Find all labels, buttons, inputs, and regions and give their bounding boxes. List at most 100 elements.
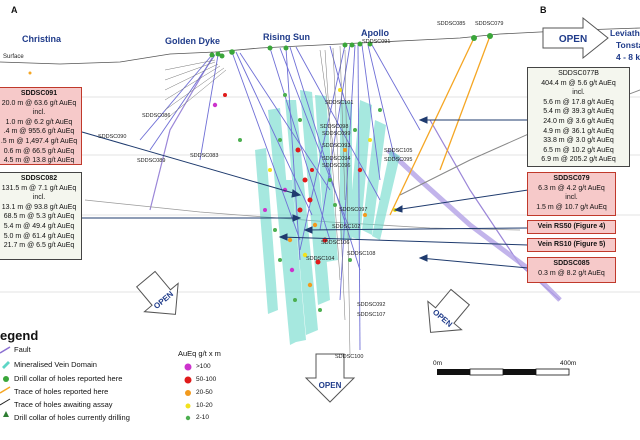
- aueq-swatch-10-20: [185, 403, 191, 409]
- hole-label: SDDSC089: [137, 158, 166, 164]
- open-arrow-east: OPEN: [542, 16, 609, 60]
- box-line: incl.: [32, 194, 46, 202]
- legend-collar-drilling-swatch: [3, 411, 9, 417]
- legend-item: Fault: [14, 345, 31, 354]
- callout-sddsc082: SDDSC082 131.5 m @ 7.1 g/t AuEq incl. 13…: [0, 172, 82, 260]
- hole-label: SDDSC107: [357, 312, 386, 318]
- surface-label: Surface: [3, 54, 24, 60]
- aueq-swatch-gt100: [184, 363, 192, 371]
- callout-sddsc085: SDDSC085 0.3 m @ 8.2 g/t AuEq: [527, 257, 616, 283]
- box-line: 6.9 m @ 205.2 g/t AuEq: [541, 156, 616, 164]
- drill-collars: [28, 33, 493, 75]
- assay-dots: [212, 88, 397, 312]
- scale-start-label: 0m: [433, 360, 443, 367]
- legend-fault-swatch: [0, 346, 11, 354]
- box-line: 5.0 m @ 61.4 g/t AuEq: [3, 232, 75, 240]
- hole-label: SDDSC101: [325, 100, 354, 106]
- callout-sddsc091: SDDSC091 20.0 m @ 63.6 g/t AuEq incl. 1.…: [0, 87, 82, 165]
- aueq-swatch-20-50: [185, 390, 191, 396]
- box-line: 13.1 m @ 93.8 g/t AuEq: [1, 203, 77, 211]
- box-line: 21.7 m @ 6.5 g/t AuEq: [3, 242, 75, 250]
- box-line: 68.5 m @ 5.3 g/t AuEq: [3, 213, 75, 221]
- legend-swatches: [0, 346, 11, 417]
- hole-label: SDDSC097: [339, 207, 368, 213]
- hole-label: SDDSC104: [306, 256, 335, 262]
- hole-label: SDDSC098: [320, 124, 349, 130]
- legend-trace-reported-swatch: [0, 386, 11, 394]
- box-line: .4 m @ 955.6 g/t AuEq: [3, 128, 75, 136]
- open-arrow-south: OPEN: [304, 353, 356, 403]
- callout-arrows: [81, 116, 529, 269]
- surface-line: [0, 27, 640, 65]
- box-title: SDDSC077B: [558, 70, 599, 77]
- deposit-golden-dyke: Golden Dyke: [165, 36, 221, 46]
- hole-label: SDDSC108: [347, 251, 376, 257]
- deposit-rising-sun: Rising Sun: [263, 32, 310, 42]
- hole-label: SDDSC091: [362, 39, 391, 45]
- box-line: 5.4 m @ 39.3 g/t AuEq: [543, 108, 614, 116]
- box-line: 20.0 m @ 63.6 g/t AuEq: [1, 99, 77, 107]
- hole-label: SDDSC100: [335, 354, 364, 360]
- drill-traces-grey: [164, 45, 351, 356]
- legend: egend Fault Mineralised Vein Domain Dril…: [0, 327, 220, 440]
- box-title: SDDSC085: [553, 260, 590, 267]
- hole-label: SDDSC092: [357, 302, 386, 308]
- box-line: 4.5 m @ 13.8 g/t AuEq: [3, 157, 75, 165]
- open-label-south: OPEN: [319, 381, 342, 390]
- panel-label-b: B: [540, 5, 547, 15]
- box-title: Vein RS10 (Figure 5): [537, 241, 606, 248]
- box-line: .5 m @ 1,497.4 g/t AuEq: [0, 137, 78, 145]
- scale-end-label: 400m: [560, 360, 577, 367]
- legend-item: Trace of holes reported here: [14, 387, 109, 396]
- box-title: Vein RS50 (Figure 4): [537, 223, 606, 230]
- hole-label: SDDSC094: [322, 156, 351, 162]
- aueq-legend-title: AuEq g/t x m: [178, 349, 221, 358]
- hole-label: SDDSC099: [322, 131, 351, 137]
- callout-vein-rs10: Vein RS10 (Figure 5): [527, 238, 616, 252]
- open-arrow-se: OPEN: [427, 288, 471, 333]
- aueq-bin-label: 50-100: [196, 376, 217, 383]
- box-line: 6.5 m @ 10.2 g/t AuEq: [543, 146, 614, 154]
- hole-label: SDDSC106: [321, 240, 350, 246]
- open-label-east: OPEN: [559, 34, 587, 45]
- box-line: 404.4 m @ 5.6 g/t AuEq: [541, 79, 616, 87]
- leviathan-line1: Leviath: [610, 28, 640, 38]
- callout-sddsc077b: SDDSC077B 404.4 m @ 5.6 g/t AuEq incl. 5…: [527, 67, 630, 167]
- legend-item: Trace of holes awaiting assay: [14, 400, 113, 409]
- deposit-christina: Christina: [22, 34, 62, 44]
- hole-label: SDDSC085: [437, 21, 466, 27]
- legend-item: Drill collar of holes reported here: [14, 374, 123, 383]
- leviathan-line3: 4 - 8 k: [616, 52, 640, 62]
- panel-label-a: A: [11, 5, 18, 15]
- leviathan-line2: Tonsta: [616, 40, 640, 50]
- box-line: 0.3 m @ 8.2 g/t AuEq: [538, 269, 605, 277]
- aueq-bin-label: 20-50: [196, 389, 213, 396]
- hole-label: SDDSC093: [322, 143, 351, 149]
- hole-label: SDDSC086: [142, 113, 171, 119]
- hole-label: SDDSC096: [322, 163, 351, 169]
- box-line: 24.0 m @ 3.6 g/t AuEq: [543, 117, 614, 125]
- box-line: 131.5 m @ 7.1 g/t AuEq: [1, 184, 77, 192]
- aueq-bin-label: 10-20: [196, 402, 213, 409]
- aueq-bin-label: >100: [196, 363, 211, 370]
- box-title: SDDSC091: [20, 90, 58, 97]
- box-line: 5.6 m @ 17.8 g/t AuEq: [543, 98, 614, 106]
- box-line: 0.6 m @ 66.5 g/t AuEq: [3, 147, 75, 155]
- drill-traces-orange: [389, 35, 491, 216]
- box-line: incl.: [572, 89, 585, 97]
- hole-label: SDDSC083: [190, 153, 219, 159]
- legend-collar-swatch: [3, 376, 9, 382]
- legend-item: Drill collar of holes currently drilling: [14, 413, 130, 422]
- vein-domains: [255, 90, 400, 345]
- aueq-bin-label: 2-10: [196, 414, 210, 421]
- box-line: 1.5 m @ 10.7 g/t AuEq: [536, 203, 607, 211]
- aueq-swatches: [184, 363, 192, 421]
- legend-item: Mineralised Vein Domain: [14, 360, 97, 369]
- box-title: SDDSC079: [553, 175, 590, 182]
- legend-trace-awaiting-swatch: [0, 398, 11, 406]
- scale-bar: [437, 368, 570, 376]
- hole-label: SDDSC090: [98, 134, 127, 140]
- box-line: 4.9 m @ 36.1 g/t AuEq: [543, 127, 614, 135]
- hole-label: SDDSC102: [332, 224, 361, 230]
